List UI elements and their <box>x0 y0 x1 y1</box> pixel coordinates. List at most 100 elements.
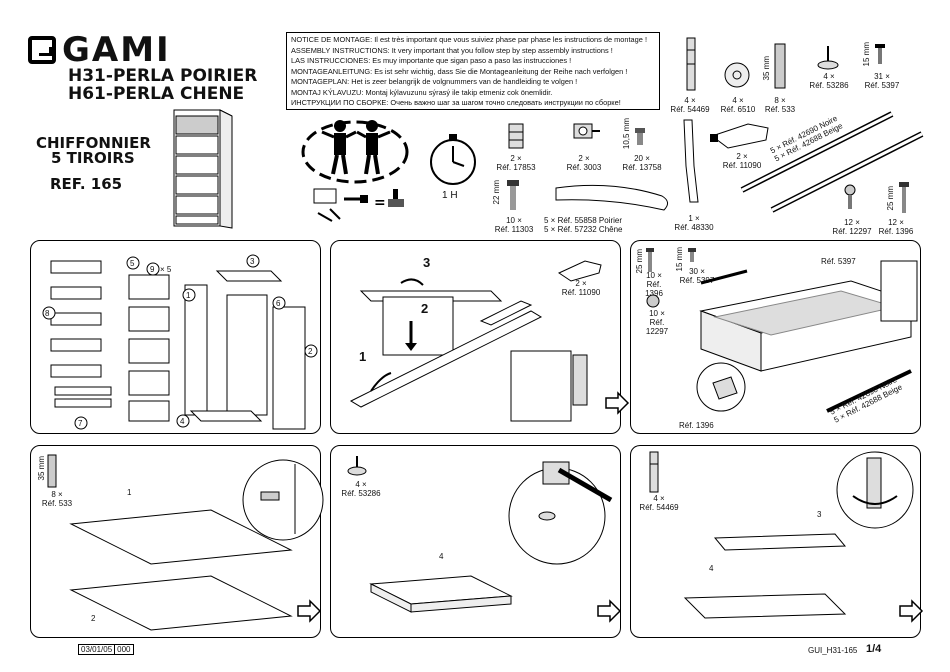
stabilizer-bar-icon <box>683 119 699 203</box>
stopwatch-icon <box>430 134 476 185</box>
part-13758-ref: Réf. 13758 <box>622 163 662 172</box>
callout-6: 6 <box>276 299 281 308</box>
step-2: 2 <box>421 301 429 316</box>
notice-es: LAS INSTRUCCIONES: Es muy importante que… <box>291 56 572 65</box>
part-12297-qty: 12 × <box>844 218 860 227</box>
long-screw-icon <box>899 182 909 213</box>
brand: GAMI <box>28 30 171 70</box>
panel6-ref: Réf. 54469 <box>639 503 679 512</box>
exploded-parts-illustration <box>42 254 318 430</box>
tools-icon: = <box>313 188 404 222</box>
glide-foot-icon <box>817 46 839 70</box>
svg-text:=: = <box>374 195 386 211</box>
part-17853-ref: Réf. 17853 <box>496 163 536 172</box>
part-3003-ref: Réf. 3003 <box>566 163 602 172</box>
wooden-dowel-icon <box>774 43 786 89</box>
panel5-callout-4: 4 <box>439 552 444 561</box>
panel-dowels: 35 mm 8 ×Réf. 533 1 2 <box>30 445 324 638</box>
part-6510-ref: Réf. 6510 <box>720 105 756 114</box>
panel4-dim: 35 mm <box>37 456 46 481</box>
part-11303-dim: 22 mm <box>492 180 501 205</box>
model-line-2: H61-PERLA CHENE <box>68 84 245 104</box>
panel5-next-arrow-icon <box>597 599 622 623</box>
panel4-dowel-icon <box>47 454 57 488</box>
panel-glides: 4 ×Réf. 53286 4 <box>330 445 621 638</box>
callout-1: 1 <box>186 291 191 300</box>
part-11090-ref: Réf. 11090 <box>722 161 762 170</box>
notice-fr: NOTICE DE MONTAGE: Il est très important… <box>291 35 647 44</box>
notice-en: ASSEMBLY INSTRUCTIONS: It very important… <box>291 45 613 55</box>
footer-date: 03/01/05 <box>81 645 113 654</box>
panel6-pin-icon <box>649 451 659 493</box>
panel3-cam-qty: 10 × <box>649 309 665 318</box>
notice-tr: MONTAJ KÝLAVUZU: Montaj kýlavuzunu sýras… <box>291 87 553 97</box>
part-533-ref: Réf. 533 <box>764 105 796 114</box>
step-3: 3 <box>423 255 431 270</box>
part-3003-qty: 2 × <box>578 154 590 163</box>
part-1396-dim: 25 mm <box>886 186 895 211</box>
dowel-insertion-illustration <box>69 459 324 631</box>
glue-tube-icon <box>710 123 769 149</box>
model-line-1: H31-PERLA POIRIER <box>68 66 258 86</box>
panel3-cam-icon <box>646 294 660 308</box>
callout-7: 7 <box>78 419 83 428</box>
panel4-qty: 8 × <box>51 490 63 499</box>
notice-nl: MONTAGEPLAN: Het is zeer belangrijk de v… <box>291 77 578 86</box>
callout-8: 8 <box>45 309 50 318</box>
brand-name: GAMI <box>62 30 171 70</box>
callout-9-qty: × 5 <box>160 265 172 274</box>
part-11303-qty: 10 × <box>506 216 522 225</box>
panel4-callout-1: 1 <box>127 488 132 497</box>
part-13758-dim: 10,5 mm <box>622 118 631 150</box>
panel-cam-pins: 4 ×Réf. 54469 3 4 <box>630 445 921 638</box>
panel-exploded-parts: 8 5 9 × 5 3 1 6 2 4 7 <box>30 240 321 434</box>
panel3-callout-bottom: Réf. 1396 <box>679 421 714 430</box>
panel3-screw2-qty: 30 × <box>689 267 705 276</box>
part-55858-line1: 5 × Réf. 55858 Poirier <box>544 216 623 225</box>
panel3-cam-ref: Réf. 12297 <box>645 318 669 336</box>
panel3-callout-top: Réf. 5397 <box>821 257 856 266</box>
panel3-screw1-icon <box>646 248 654 272</box>
connector-sleeve-icon <box>508 123 524 149</box>
panel6-qty: 4 × <box>653 494 665 503</box>
panel6-next-arrow-icon <box>899 599 924 623</box>
part-48330-ref: Réf. 48330 <box>674 223 714 232</box>
drawer-handle-icon <box>555 184 668 211</box>
part-17853-qty: 2 × <box>510 154 522 163</box>
connector-fitting-icon <box>573 123 600 139</box>
part-6510-qty: 4 × <box>732 96 744 105</box>
panel3-screw1-dim: 25 mm <box>635 249 644 274</box>
two-persons-icon <box>301 120 409 184</box>
dowel-pin-icon <box>686 37 696 91</box>
panel-drawer-slides: 25 mm 10 ×Réf. 1396 15 mm 30 ×Réf. 5397 … <box>630 240 921 434</box>
page-number: 1/4 <box>866 643 882 655</box>
glue-ref: Réf. 11090 <box>561 288 601 297</box>
footer-code: 000 <box>114 645 131 654</box>
footer-doc-code: GUI_H31-165 <box>808 646 858 655</box>
product-ref: REF. 165 <box>50 175 123 193</box>
glue-tube-small-icon <box>557 260 602 282</box>
part-5397-ref: Réf. 5397 <box>864 81 900 90</box>
part-53286-qty: 4 × <box>823 72 835 81</box>
panel5-qty: 4 × <box>355 480 367 489</box>
panel5-glide-icon <box>347 456 367 476</box>
part-5397-qty: 31 × <box>874 72 890 81</box>
bolt-icon <box>507 180 519 210</box>
part-1396-ref: Réf. 1396 <box>878 227 914 236</box>
panel4-callout-2: 2 <box>91 614 96 623</box>
product-type-line-2: 5 TIROIRS <box>51 149 135 167</box>
notice-de: MONTAGEANLEITUNG: Es ist sehr wichtig, d… <box>291 66 628 76</box>
part-13758-qty: 20 × <box>634 154 650 163</box>
callout-4: 4 <box>180 417 185 426</box>
assembly-notice: NOTICE DE MONTAGE: Il est très important… <box>286 32 660 110</box>
callout-3: 3 <box>250 257 255 266</box>
chest-of-drawers-illustration <box>173 109 233 229</box>
panel3-screw2-icon <box>688 248 696 262</box>
glue-assembly-illustration <box>349 278 588 422</box>
panel6-callout-3: 3 <box>817 510 822 519</box>
assembly-time: 1 H <box>442 190 458 201</box>
panel-glue-assembly: 3 2 1 2 ×Réf. 11090 <box>330 240 621 434</box>
small-screw-icon <box>635 128 645 145</box>
cam-bolt-icon <box>844 184 856 209</box>
